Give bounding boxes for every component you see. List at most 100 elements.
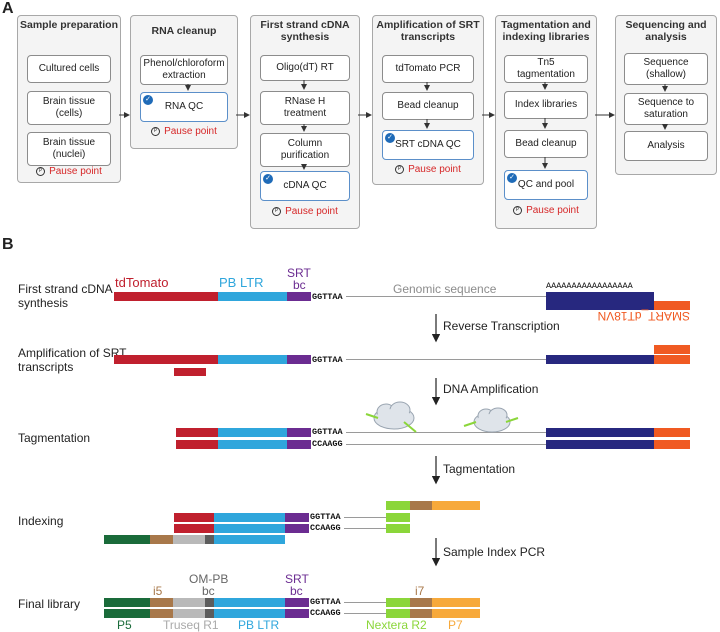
i5-segment xyxy=(150,598,173,607)
genomic-line xyxy=(344,613,386,614)
pb-ltr-label: PB LTR xyxy=(238,618,280,632)
step-column-purification: Column purification xyxy=(260,133,350,167)
step-tn5-tagmentation: Tn5 tagmentation xyxy=(504,55,588,83)
tdtomato-segment xyxy=(174,524,214,533)
pb-ltr-segment xyxy=(218,292,287,301)
p5-label: P5 xyxy=(117,618,132,632)
check-icon: ✓ xyxy=(385,133,395,143)
genomic-line xyxy=(346,432,546,433)
panel-b-arrows xyxy=(431,314,441,567)
stage-title: RNA cleanup xyxy=(151,25,217,37)
i5-segment xyxy=(150,609,173,618)
step-analysis: Analysis xyxy=(624,131,708,161)
smart-segment xyxy=(654,355,690,364)
pause-icon: P xyxy=(513,205,523,215)
ccaagg-seq: CCAAGG xyxy=(310,523,341,533)
genomic-line xyxy=(344,517,386,518)
p5-segment xyxy=(104,598,150,607)
stage-title: Amplification of SRT transcripts xyxy=(376,19,480,43)
row-label-final-library: Final library xyxy=(18,597,81,611)
truseq-label: Truseq R1 xyxy=(163,618,219,632)
panel-a-letter: A xyxy=(2,0,14,17)
step-srt-cdna-qc: ✓SRT cDNA QC xyxy=(382,130,474,160)
p5-segment xyxy=(104,609,150,618)
genomic-line xyxy=(346,359,546,360)
genomic-label: Genomic sequence xyxy=(393,282,497,296)
polyt-segment xyxy=(546,355,654,364)
tn5-cloud-icon xyxy=(463,407,519,433)
stage-title: Tagmentation and indexing libraries xyxy=(501,19,591,43)
step-qc-and-pool: ✓QC and pool xyxy=(504,170,588,200)
step-bead-cleanup: Bead cleanup xyxy=(504,130,588,158)
i7-segment xyxy=(410,609,432,618)
step-sequence-saturation: Sequence to saturation xyxy=(624,93,708,125)
step-index-libraries: Index libraries xyxy=(504,91,588,119)
step-oligo-dt-rt: Oligo(dT) RT xyxy=(260,55,350,81)
stage-title: First strand cDNA synthesis xyxy=(260,19,350,43)
pb-ltr-segment xyxy=(214,609,285,618)
nextera-segment xyxy=(386,524,410,533)
p5-segment xyxy=(104,535,150,544)
panel-b-letter: B xyxy=(2,236,14,253)
truseq-segment xyxy=(173,609,205,618)
step-tdtomato-pcr: tdTomato PCR xyxy=(382,55,474,83)
step-brain-tissue-nuclei: Brain tissue (nuclei) xyxy=(27,132,111,166)
step-bead-cleanup: Bead cleanup xyxy=(382,92,474,120)
step-cdna-qc: ✓cDNA QC xyxy=(260,171,350,201)
srt-bc-segment xyxy=(287,355,311,364)
stage-tagmentation: Tagmentation and indexing libraries Tn5 … xyxy=(495,15,597,229)
i7-label: i7 xyxy=(415,584,425,598)
genomic-line xyxy=(344,602,386,603)
truseq-segment xyxy=(173,535,205,544)
tdtomato-segment xyxy=(174,513,214,522)
smart-segment xyxy=(654,440,690,449)
tn5-cloud-icon xyxy=(365,401,417,433)
step-brain-tissue-cells: Brain tissue (cells) xyxy=(27,91,111,125)
genomic-line xyxy=(346,444,546,445)
bc-label: bc xyxy=(293,278,306,292)
srt-bc-segment xyxy=(287,292,311,301)
stage-first-strand: First strand cDNA synthesis Oligo(dT) RT… xyxy=(250,15,360,229)
smart-segment xyxy=(654,345,690,354)
row-label-first-strand: First strand cDNA synthesis xyxy=(18,282,113,310)
i5-label: i5 xyxy=(153,584,163,598)
polya-seq: AAAAAAAAAAAAAAAAA xyxy=(546,281,633,291)
nextera-label: Nextera R2 xyxy=(366,618,427,632)
tdtomato-segment xyxy=(114,292,218,301)
primer-segment xyxy=(174,368,206,376)
om-bc-segment xyxy=(205,535,214,544)
ccaagg-seq: CCAAGG xyxy=(310,608,341,618)
genomic-line xyxy=(346,296,546,297)
ggttaa-seq: GGTTAA xyxy=(310,597,341,607)
process-reverse-transcription: Reverse Transcription xyxy=(443,319,560,333)
om-pb-label: OM-PB xyxy=(189,572,229,586)
genomic-line xyxy=(344,528,386,529)
bc-label: bc xyxy=(290,584,303,598)
check-icon: ✓ xyxy=(143,95,153,105)
step-rna-qc: ✓RNA QC xyxy=(140,92,228,122)
srt-bc-segment xyxy=(287,428,311,437)
smart-label: SMART_dT18VN xyxy=(597,309,690,323)
i5-segment xyxy=(150,535,173,544)
pb-ltr-segment xyxy=(214,513,285,522)
pb-ltr-label: PB LTR xyxy=(219,275,264,290)
nextera-segment xyxy=(386,513,410,522)
panel-a-arrows xyxy=(119,80,668,170)
i7-segment xyxy=(410,598,432,607)
pause-icon: P xyxy=(395,164,405,174)
pb-ltr-segment xyxy=(214,524,285,533)
i7-segment xyxy=(410,501,432,510)
stage-rna-cleanup: RNA cleanup Phenol/chloroform extraction… xyxy=(130,15,238,149)
polyt-segment xyxy=(546,440,654,449)
p7-segment xyxy=(432,598,480,607)
p7-segment xyxy=(432,609,480,618)
check-icon: ✓ xyxy=(507,173,517,183)
ggttaa-seq: GGTTAA xyxy=(312,355,343,365)
ggttaa-seq: GGTTAA xyxy=(312,427,343,437)
polyt-segment xyxy=(546,301,654,310)
om-bc-label: bc xyxy=(202,584,215,598)
om-bc-segment xyxy=(205,598,214,607)
